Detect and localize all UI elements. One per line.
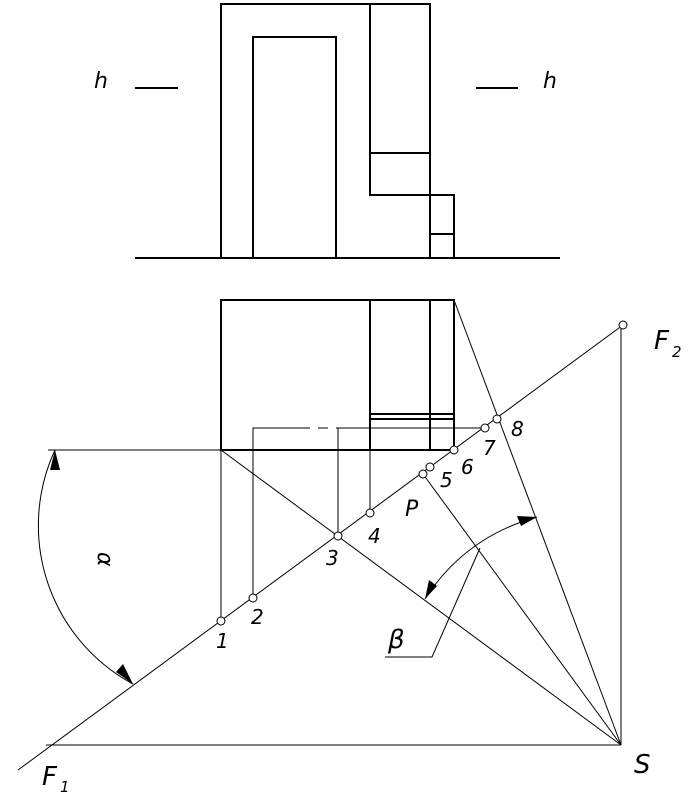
point-marker-6 [449, 445, 459, 455]
point-marker-8 [492, 414, 502, 424]
point-label-1: 1 [216, 629, 229, 653]
angle-beta: β [387, 516, 538, 655]
plan-view [220, 299, 485, 598]
point-label-2: 2 [251, 605, 264, 629]
elevation-door-opening [252, 36, 337, 259]
point-marker-7 [480, 423, 490, 433]
point-label-6: 6 [461, 455, 474, 479]
point-marker-f2 [618, 320, 628, 330]
alpha-arrow-bottom [116, 664, 133, 684]
horizon-label-right: h [543, 69, 557, 94]
front-elevation: h h [94, 3, 560, 259]
point-label-3: 3 [326, 546, 339, 570]
point-labels: 1 2 3 4 5 6 7 8 [216, 417, 524, 653]
point-marker-2 [248, 593, 258, 603]
p-label: P [405, 497, 419, 522]
horizon-label-left: h [94, 69, 108, 94]
alpha-label: α [92, 552, 117, 567]
point-label-4: 4 [368, 524, 381, 548]
point-marker-p [418, 469, 428, 479]
point-marker-3 [333, 531, 343, 541]
elevation-step [429, 194, 455, 259]
ray-top-corner-to-s [453, 299, 622, 746]
point-marker-5 [425, 462, 435, 472]
point-label-8: 8 [511, 417, 524, 441]
construction-lines [17, 299, 624, 771]
f2-label: F 2 [654, 326, 682, 361]
trace-points [216, 320, 628, 626]
point-label-7: 7 [483, 436, 496, 460]
point-label-5: 5 [440, 468, 453, 492]
point-marker-1 [216, 616, 226, 626]
s-label: S [634, 750, 651, 780]
f2-label-sub: 2 [672, 343, 682, 361]
f1-label-sub: 1 [60, 778, 70, 796]
alpha-arrow-top [50, 450, 60, 470]
beta-label: β [387, 625, 405, 655]
picture-plane-trace [17, 324, 624, 771]
f2-label-main: F [654, 326, 670, 356]
f1-label: F 1 [42, 762, 70, 796]
plan-hidden-outline [252, 427, 300, 598]
beta-arrow-top [517, 516, 537, 526]
beta-arrow-bottom [425, 580, 437, 599]
f1-label-main: F [42, 762, 58, 792]
ray-p-to-s [422, 473, 622, 746]
ray-corner-to-s [220, 449, 622, 746]
point-marker-4 [365, 508, 375, 518]
beta-leader [385, 547, 481, 658]
elevation-right-panel [369, 4, 430, 196]
angle-alpha: α [37, 449, 134, 685]
